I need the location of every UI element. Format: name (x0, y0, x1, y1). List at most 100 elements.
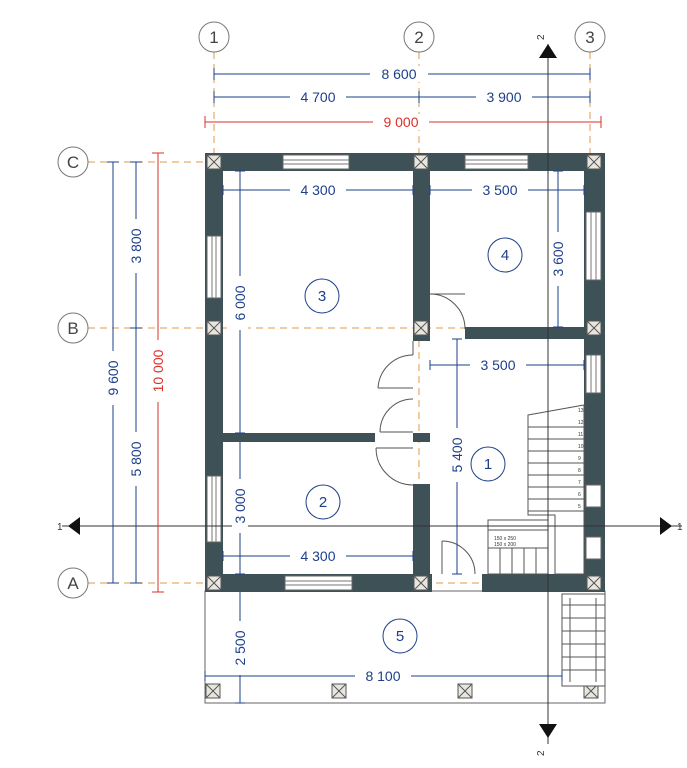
dim-hall-height: 5 400 (449, 437, 465, 472)
room-number-5: 5 (396, 628, 404, 645)
column-c2 (413, 154, 429, 170)
doors (375, 293, 476, 575)
axis-bubble-2: 2 (403, 21, 435, 53)
axis-label-b: B (67, 319, 78, 338)
axis-bubble-c: C (57, 146, 89, 178)
wall-middle-lower (413, 484, 430, 574)
stair-number: 13 (578, 408, 584, 414)
stair-number: 9 (578, 456, 581, 462)
axis-label-2: 2 (414, 28, 423, 47)
outdoor-stair (561, 593, 606, 687)
dim-top-outer: 9 000 (383, 114, 418, 130)
window-right-bottom (585, 536, 602, 560)
dim-top-total: 8 600 (381, 66, 416, 82)
room-number-4: 4 (501, 247, 509, 264)
column-t1 (205, 683, 221, 699)
column-c3 (586, 154, 602, 170)
stair-number: 8 (578, 468, 581, 474)
stair-number: 12 (578, 420, 584, 426)
dim-room3-width: 4 300 (300, 182, 335, 198)
stair-note: 150 x 200 (494, 542, 516, 548)
stair-number: 6 (578, 492, 581, 498)
dim-hall-width: 3 500 (480, 357, 515, 373)
column-c1 (206, 154, 222, 170)
axis-label-1: 1 (209, 28, 218, 47)
columns (205, 154, 602, 699)
section-arrow-right-icon (660, 517, 672, 535)
dim-top-left: 4 700 (300, 89, 335, 105)
axis-label-a: A (67, 574, 79, 593)
axis-label-c: C (67, 153, 79, 172)
door-room4 (429, 293, 466, 330)
door-room3-lower (379, 398, 414, 433)
stair-number: 10 (578, 444, 584, 450)
stair-number: 7 (578, 480, 581, 486)
column-a1 (206, 575, 222, 591)
section-arrow-up-icon (539, 44, 557, 58)
dim-room3-height: 6 000 (232, 285, 248, 320)
dim-room2-height: 3 000 (232, 488, 248, 523)
stair-number: 11 (578, 432, 583, 438)
door-room3 (377, 341, 414, 389)
wall-middle-upper (413, 171, 430, 341)
window-bottom (284, 575, 353, 591)
wall-stub (413, 433, 430, 442)
section-line-1: 1 1 (57, 517, 683, 535)
column-a2 (413, 575, 429, 591)
section-arrow-left-icon (68, 517, 80, 535)
dim-top-right: 3 900 (486, 89, 521, 105)
axis-label-3: 3 (585, 28, 594, 47)
door-entrance (441, 540, 476, 575)
dim-terrace-depth: 2 500 (232, 630, 248, 665)
axis-bubble-3: 3 (574, 21, 606, 53)
room-label-5: 5 (382, 618, 418, 654)
axis-lines (88, 52, 600, 600)
wall-room3-room2 (223, 433, 375, 442)
column-t3 (457, 683, 473, 699)
window-right-upper (585, 211, 602, 281)
room-labels: 1 2 3 4 5 (304, 237, 523, 654)
room-number-3: 3 (318, 288, 326, 305)
dim-room2-width: 4 300 (300, 548, 335, 564)
section-arrow-down-icon (539, 724, 557, 738)
room-label-3: 3 (304, 278, 340, 314)
room-label-1: 1 (470, 446, 506, 482)
axis-bubble-b: B (57, 312, 89, 344)
dim-left-upper: 3 800 (128, 228, 144, 263)
column-b1 (206, 320, 222, 336)
column-b2 (413, 320, 429, 336)
dim-room4-height: 3 600 (550, 241, 566, 276)
window-right-middle (585, 354, 602, 394)
room-label-2: 2 (305, 484, 341, 520)
room-number-2: 2 (319, 494, 327, 511)
window-left-upper (206, 235, 222, 299)
column-a3 (586, 575, 602, 591)
stair-note: 150 x 250 (494, 536, 516, 542)
stair-numbers: 13 12 11 10 9 8 7 6 5 150 x 250 150 x 20… (494, 408, 584, 548)
window-top-right (464, 154, 529, 170)
section-label: 2 (536, 34, 547, 40)
dim-room4-width: 3 500 (482, 182, 517, 198)
wall-bottom-right (482, 574, 605, 592)
axis-bubble-a: A (57, 567, 89, 599)
section-label: 1 (677, 522, 683, 533)
dim-left-lower: 5 800 (128, 441, 144, 476)
dim-left-outer: 10 000 (150, 349, 166, 392)
window-left-lower (206, 475, 222, 543)
wall-room4-bottom (465, 327, 585, 339)
windows (206, 154, 602, 591)
section-line-2: 2 2 (536, 34, 557, 756)
stair-number: 5 (578, 504, 581, 510)
window-right-lower (585, 484, 602, 508)
room-number-1: 1 (484, 456, 492, 473)
wall-top (205, 153, 605, 171)
axis-bubble-1: 1 (198, 21, 230, 53)
dimension-texts: 8 600 4 700 3 900 9 000 4 300 3 500 3 50… (105, 66, 566, 684)
dim-left-total: 9 600 (105, 360, 121, 395)
section-label: 2 (536, 750, 547, 756)
staircase (487, 404, 585, 575)
column-t2 (331, 683, 347, 699)
room-label-4: 4 (487, 237, 523, 273)
column-b3 (586, 320, 602, 336)
